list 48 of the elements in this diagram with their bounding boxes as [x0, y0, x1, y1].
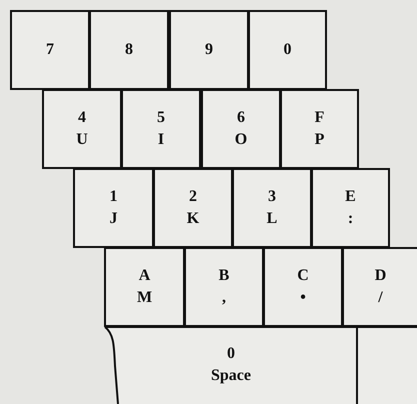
key-label: P: [314, 130, 324, 150]
keyboard-key: [89, 10, 169, 90]
keyboard-key: [42, 89, 122, 169]
key-label: U: [76, 130, 88, 150]
keyboard-key: [121, 89, 201, 169]
key-label: J: [110, 209, 118, 229]
key-label: •: [300, 288, 306, 308]
keyboard-key: [104, 326, 358, 404]
keyboard-key: [248, 10, 327, 90]
key-label: I: [158, 130, 164, 150]
key-label: 6: [237, 108, 245, 128]
key-label: M: [136, 288, 152, 308]
keyboard-key: [201, 89, 281, 169]
key-label: L: [266, 209, 278, 229]
keyboard-key: [169, 10, 249, 90]
key-label: 1: [110, 187, 118, 207]
keyboard-key: [356, 326, 417, 404]
keyboard-key: [104, 247, 185, 327]
keyboard-key: [342, 247, 417, 327]
keyboard-key: [73, 168, 154, 248]
key-label: 0: [227, 344, 235, 364]
keyboard-key: [153, 168, 233, 248]
keyboard-key: [10, 10, 90, 90]
key-label: 5: [157, 108, 165, 128]
key-label: ,: [222, 288, 226, 308]
keyboard-key: [280, 89, 359, 169]
keyboard-key: [232, 168, 312, 248]
keyboard-key: [311, 168, 390, 248]
key-label: 4: [78, 108, 86, 128]
key-label: 0: [284, 40, 292, 60]
key-label: B: [218, 266, 230, 286]
key-label: A: [138, 266, 150, 286]
key-label: 7: [46, 40, 54, 60]
key-label: E: [345, 187, 356, 207]
key-label: F: [314, 108, 324, 128]
key-label: 9: [205, 40, 213, 60]
key-label: 2: [189, 187, 197, 207]
key-label: /: [378, 288, 383, 308]
key-label: 8: [125, 40, 133, 60]
key-label: K: [186, 209, 200, 229]
key-label: C: [297, 266, 309, 286]
key-label: Space: [211, 366, 251, 386]
key-label: :: [348, 209, 354, 229]
key-label: 3: [268, 187, 276, 207]
key-label: D: [374, 266, 386, 286]
keyboard-key: [263, 247, 343, 327]
keyboard-key: [184, 247, 264, 327]
key-label: O: [234, 130, 248, 150]
